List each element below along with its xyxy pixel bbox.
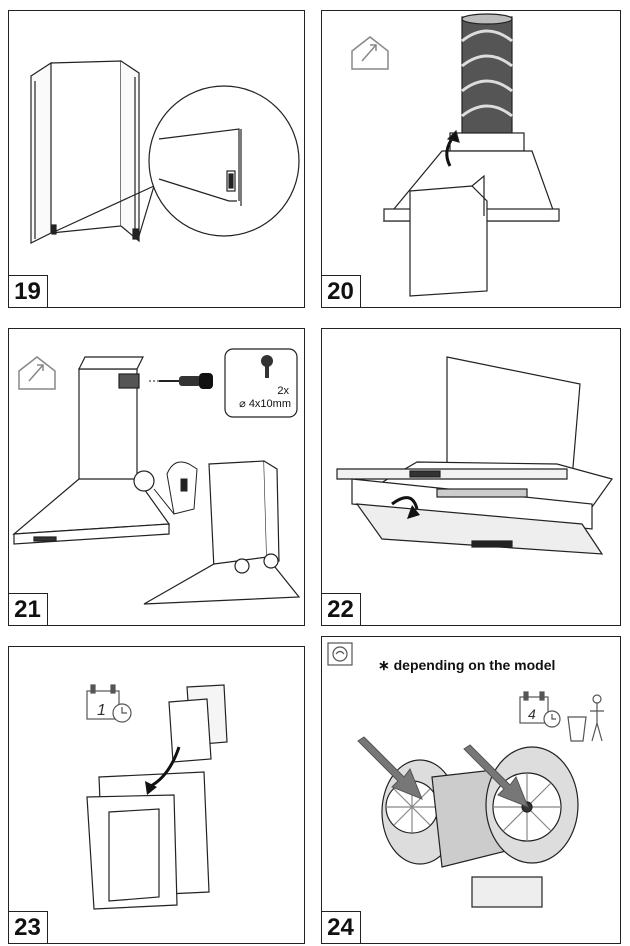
calendar-clock-icon: 4: [519, 691, 561, 728]
step-22-panel: 22: [321, 328, 621, 626]
screw-size: ⌀ 4x10mm: [239, 398, 291, 410]
step-23-panel: 1 23: [8, 646, 305, 944]
step-number: 19: [9, 274, 48, 307]
filter-removal-illustration: [336, 356, 613, 555]
house-arrow-icon: [351, 36, 389, 70]
chimney-corner-illustration: [30, 60, 300, 244]
calendar-clock-icon: 1: [86, 684, 132, 723]
svg-text:1: 1: [97, 702, 106, 719]
step-number: 21: [9, 592, 48, 625]
model-note: ∗ depending on the model: [378, 657, 555, 674]
screw-spec-box: [224, 348, 298, 418]
chimney-install-illustration: [351, 13, 560, 297]
screw-fixing-illustration: [12, 348, 301, 605]
house-arrow-icon: [18, 356, 56, 390]
step-20-panel: 20: [321, 10, 621, 308]
svg-text:4: 4: [528, 706, 536, 722]
step-24-panel: 4 ∗ depending on the model 24: [321, 636, 621, 944]
bullet-icon: ∗: [378, 657, 394, 673]
step-number: 22: [322, 592, 361, 625]
step-19-panel: 19: [8, 10, 305, 308]
fan-motor-illustration: 4: [327, 642, 604, 908]
screw-icon: [261, 355, 273, 378]
step-number: 24: [322, 910, 361, 943]
step-number: 23: [9, 910, 48, 943]
model-note-text: depending on the model: [393, 657, 556, 673]
filter-dishwasher-illustration: 1: [86, 684, 228, 910]
screw-quantity: 2x: [277, 385, 289, 397]
step-number: 20: [322, 274, 361, 307]
step-21-panel: 2x ⌀ 4x10mm 21: [8, 328, 305, 626]
fan-motor-icon: [327, 642, 353, 666]
trash-bin-icon: [567, 694, 604, 742]
screwdriver-icon: [149, 373, 213, 389]
